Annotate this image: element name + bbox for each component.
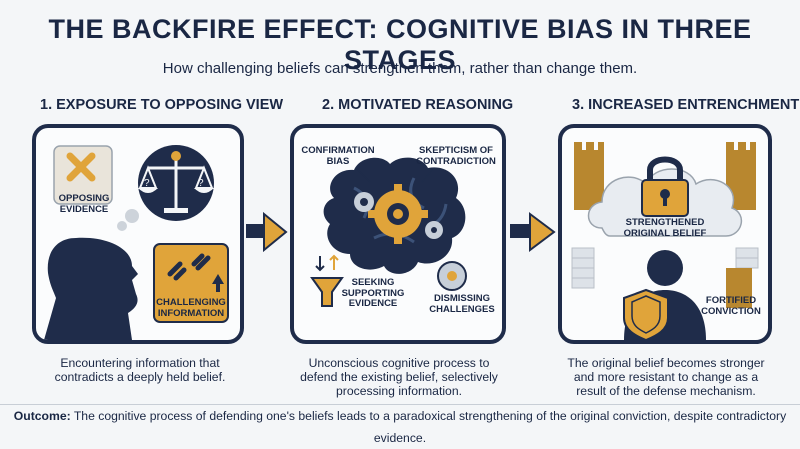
page-title: THE BACKFIRE EFFECT: COGNITIVE BIAS IN T… [48, 14, 752, 75]
stage-2-description: Unconscious cognitive process to defend … [300, 356, 498, 398]
stage-3-description: The original belief becomes stronger and… [567, 356, 765, 398]
dismissing-gear-icon [437, 261, 467, 291]
stage-2-heading: 2. MOTIVATED REASONING [322, 97, 514, 113]
stage-1-panel: ? ? OPPOSING EVIDENCE CHALLENGING INFORM… [32, 124, 244, 344]
dismissing-challenges-label: DISMISSING CHALLENGES [429, 293, 495, 315]
x-mark-icon [66, 152, 96, 182]
challenging-information-label: CHALLENGING INFORMATION [156, 297, 226, 319]
shield-icon [623, 288, 669, 340]
scales-icon: ? ? [138, 145, 214, 221]
arrow-right-1-icon [246, 212, 288, 252]
stage-3-heading: 3. INCREASED ENTRENCHMENT [572, 97, 800, 113]
brick-wall [571, 247, 759, 289]
challenging-information-card [153, 243, 229, 323]
broken-link-icon [167, 253, 211, 281]
stage-1-description: Encountering information that contradict… [54, 356, 226, 384]
opposing-evidence-label: OPPOSING EVIDENCE [58, 193, 110, 215]
stage-2-panel: CONFIRMATION BIAS SKEPTICISM OF CONTRADI… [290, 124, 506, 344]
arrow-right-2-icon [510, 212, 556, 252]
fortified-conviction-label: FORTIFIED CONVICTION [701, 295, 761, 317]
outcome-bar: Outcome: The cognitive process of defend… [0, 404, 800, 448]
up-arrow-icon [212, 274, 224, 284]
page-subtitle: How challenging beliefs can strengthen t… [162, 60, 638, 77]
funnel-icon [310, 254, 344, 307]
person-silhouette-icon [44, 237, 138, 340]
opposing-evidence-card [53, 145, 113, 205]
stage-1-heading: 1. EXPOSURE TO OPPOSING VIEW [40, 97, 284, 113]
padlock-icon [641, 156, 689, 217]
stage-3-panel: STRENGTHENED ORIGINAL BELIEF FORTIFIED C… [558, 124, 772, 344]
seeking-evidence-label: SEEKING SUPPORTING EVIDENCE [341, 277, 405, 309]
castle-tower-icon [574, 142, 756, 210]
skepticism-label: SKEPTICISM OF CONTRADICTION [416, 145, 496, 167]
confirmation-bias-label: CONFIRMATION BIAS [301, 145, 375, 167]
strengthened-belief-label: STRENGTHENED ORIGINAL BELIEF [623, 217, 707, 239]
outcome-text: The cognitive process of defending one's… [73, 409, 787, 445]
outcome-label: Outcome: [13, 409, 71, 423]
svg-text:?: ? [198, 178, 204, 189]
svg-text:?: ? [144, 178, 150, 189]
gear-icon [368, 184, 428, 244]
